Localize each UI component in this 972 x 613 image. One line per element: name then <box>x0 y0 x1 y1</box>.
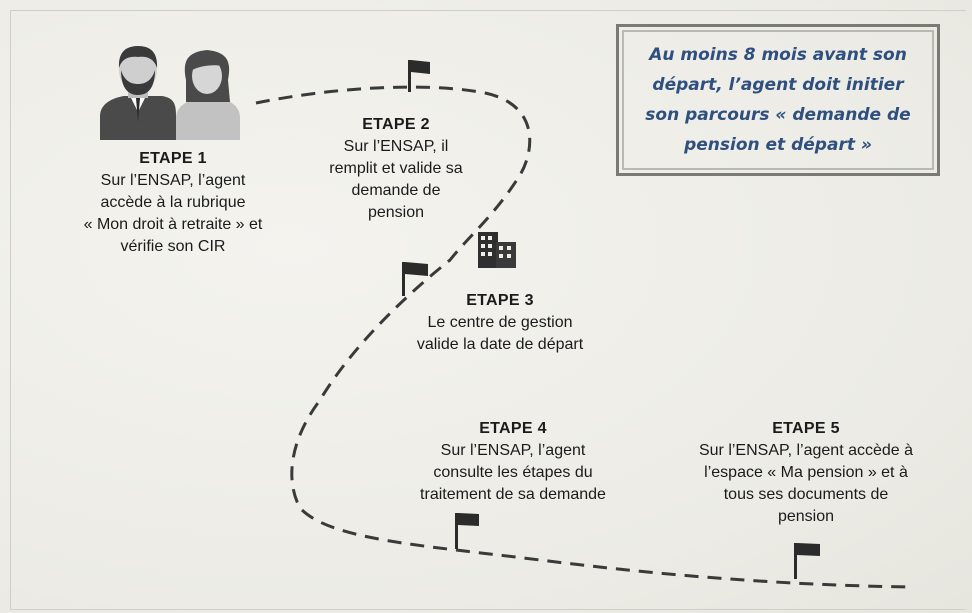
step-line: consulte les étapes du <box>433 464 593 481</box>
step-line: vérifie son CIR <box>120 238 226 255</box>
step-line: tous ses documents de <box>723 486 889 503</box>
step-title: ETAPE 2 <box>362 116 430 133</box>
step-2: ETAPE 2 Sur l’ENSAP, il remplit et valid… <box>318 114 474 224</box>
step-3: ETAPE 3 Le centre de gestion valide la d… <box>388 290 612 356</box>
step-4: ETAPE 4 Sur l’ENSAP, l’agent consulte le… <box>398 418 628 506</box>
flag-icon <box>794 543 820 579</box>
step-5: ETAPE 5 Sur l’ENSAP, l’agent accède à l’… <box>664 418 948 528</box>
diagram-frame <box>10 10 966 610</box>
step-title: ETAPE 4 <box>479 420 547 437</box>
step-title: ETAPE 3 <box>466 292 534 309</box>
step-line: Sur l’ENSAP, l’agent <box>100 172 246 189</box>
step-title: ETAPE 1 <box>139 150 207 167</box>
step-line: accède à la rubrique <box>100 194 246 211</box>
flag-icon <box>408 60 430 92</box>
note-box: Au moins 8 mois avant son départ, l’agen… <box>616 24 940 176</box>
step-1: ETAPE 1 Sur l’ENSAP, l’agent accède à la… <box>62 148 284 258</box>
step-line: Le centre de gestion <box>427 314 573 331</box>
step-title: ETAPE 5 <box>772 420 840 437</box>
flag-icon <box>455 513 479 549</box>
step-line: Sur l’ENSAP, il <box>343 138 449 155</box>
step-line: Sur l’ENSAP, l’agent accède à <box>698 442 914 459</box>
step-line: pension <box>777 508 835 525</box>
step-line: traitement de sa demande <box>420 486 606 503</box>
note-text: Au moins 8 mois avant son départ, l’agen… <box>645 45 911 155</box>
step-line: « Mon droit à retraite » et <box>83 216 263 233</box>
step-line: pension <box>367 204 425 221</box>
step-line: demande de <box>351 182 441 199</box>
step-line: remplit et valide sa <box>329 160 463 177</box>
step-line: l’espace « Ma pension » et à <box>704 464 908 481</box>
step-line: valide la date de départ <box>416 336 584 353</box>
flag-icon <box>402 262 428 296</box>
step-line: Sur l’ENSAP, l’agent <box>440 442 586 459</box>
